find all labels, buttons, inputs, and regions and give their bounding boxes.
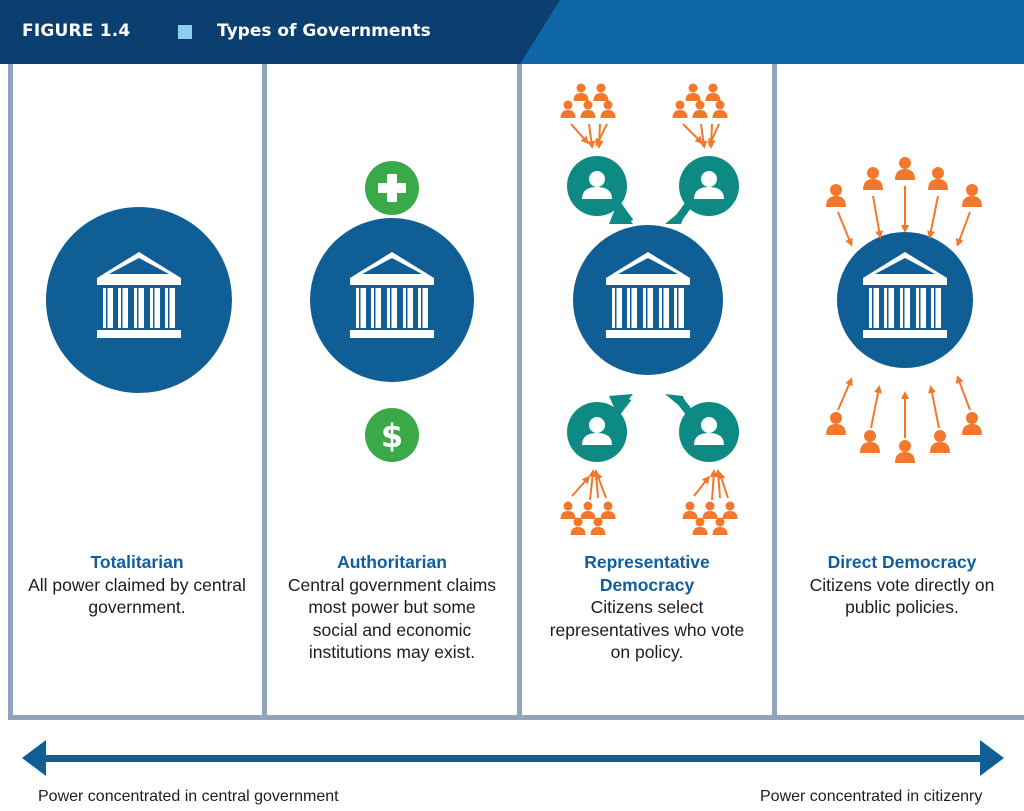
panel-direct-democracy-text: Direct Democracy Citizens vote directly … [775,551,1024,619]
dollar-icon: $ [365,408,419,462]
citizen-cluster [560,469,616,535]
panel-divider [772,64,777,720]
panel-title: Representative Democracy [584,552,710,595]
panel-description: Citizens vote directly on public policie… [809,574,995,618]
figure-label: FIGURE 1.4 [22,21,131,41]
panel-description: Citizens select representatives who vote… [549,597,745,662]
spectrum-left-label: Power concentrated in central government [38,788,339,805]
panel-divider [517,64,522,720]
panel-totalitarian-text: Totalitarian All power claimed by centra… [10,551,264,619]
panel-authoritarian-text: Authoritarian Central government claims … [265,551,519,664]
representative-government-circle [573,225,723,375]
figure-header-tab [0,0,560,64]
panel-divider [262,64,267,720]
citizens-bottom [826,375,982,463]
figure-title: Types of Governments [217,21,431,41]
panels-frame [8,64,1024,720]
citizen-cluster [682,469,738,535]
panel-representative-text: Representative Democracy Citizens select… [520,551,774,664]
direct-democracy-government-circle [837,232,973,368]
totalitarian-government-circle [46,207,232,393]
authoritarian-government-circle [310,218,474,382]
citizen-cluster [560,83,616,149]
panel-title: Authoritarian [337,552,447,572]
panel-description: All power claimed by central government. [28,574,246,618]
figure-header: FIGURE 1.4 Types of Governments [0,0,1024,64]
figure-label-square [178,25,192,39]
plus-icon [365,161,419,215]
panel-description: Central government claims most power but… [287,574,497,663]
dollar-sign: $ [381,417,403,455]
representative-badges [567,156,739,462]
spectrum-right-label: Power concentrated in citizenry [760,788,983,805]
panel-title: Direct Democracy [827,552,977,572]
panel-title: Totalitarian [90,552,184,572]
power-spectrum-arrow [22,740,1004,776]
citizens-top [826,157,982,247]
citizen-cluster [672,83,728,149]
